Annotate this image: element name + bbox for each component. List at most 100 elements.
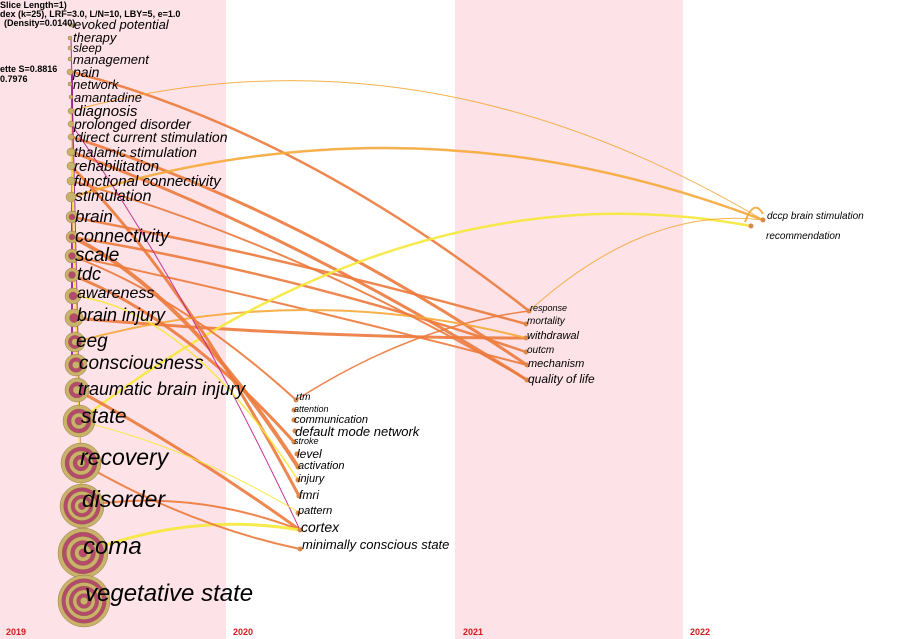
keyword-minimally-conscious-state[interactable]: minimally conscious state (302, 537, 450, 552)
keyword-cortex[interactable]: cortex (301, 519, 340, 535)
node-prolonged-disorder[interactable] (67, 120, 75, 128)
keyword-awareness[interactable]: awareness (77, 285, 155, 302)
node-recovery[interactable] (60, 442, 102, 484)
keyword-connectivity[interactable]: connectivity (75, 226, 170, 246)
keyword-tdc[interactable]: tdc (77, 264, 102, 284)
keyword-stroke[interactable]: stroke (294, 436, 319, 446)
keyword-injury[interactable]: injury (298, 473, 325, 485)
keyword-communication[interactable]: communication (294, 414, 368, 426)
node-fmri[interactable] (296, 493, 302, 499)
keyword-rtm[interactable]: rtm (296, 392, 311, 403)
keyword-state[interactable]: state (81, 405, 127, 428)
node-state[interactable] (62, 404, 96, 438)
node-brain[interactable] (65, 210, 79, 224)
keyword-pain[interactable]: pain (73, 64, 100, 80)
node-brain-injury[interactable] (64, 308, 84, 328)
keyword-scale[interactable]: scale (75, 245, 120, 266)
link-brainInjury-withdrawal (73, 316, 527, 340)
keyword-rehabilitation[interactable]: rehabilitation (74, 158, 160, 175)
keyword-amantadine[interactable]: amantadine (74, 90, 142, 105)
link-thalamic-quality (71, 150, 528, 382)
node-thalamic-stimulation[interactable] (66, 147, 76, 157)
keyword-consciousness[interactable]: consciousness (79, 353, 204, 374)
node-traumatic-brain-injury[interactable] (64, 377, 90, 403)
node-activation[interactable] (295, 464, 301, 470)
keyword-coma[interactable]: coma (83, 533, 142, 560)
node-communication[interactable] (291, 417, 297, 423)
node-tdc[interactable] (64, 267, 80, 283)
keyword-dccp-brain-stimulation[interactable]: dccp brain stimulation (767, 211, 864, 222)
keyword-direct-current-stimulation[interactable]: direct current stimulation (75, 129, 228, 145)
node-sleep[interactable] (67, 45, 73, 51)
node-diagnosis[interactable] (67, 107, 75, 115)
keyword-eeg[interactable]: eeg (76, 331, 108, 352)
node-dccp-brain-stimulation[interactable] (760, 217, 766, 223)
keyword-outcm[interactable]: outcm (527, 345, 555, 356)
keyword-response[interactable]: response (530, 303, 568, 313)
node-default-mode-network[interactable] (292, 428, 298, 434)
keyword-management[interactable]: management (73, 52, 149, 67)
node-functional-connectivity[interactable] (66, 176, 76, 186)
node-quality-of-life[interactable] (524, 377, 530, 383)
keyword-mechanism[interactable]: mechanism (528, 358, 585, 370)
keyword-level[interactable]: level (297, 447, 322, 461)
node-stroke[interactable] (291, 439, 297, 445)
keyword-stimulation[interactable]: stimulation (75, 188, 152, 205)
year-label-2019: 2019 (6, 627, 27, 637)
keyword-recommendation[interactable]: recommendation (766, 231, 841, 242)
node-consciousness[interactable] (64, 353, 88, 377)
keyword-traumatic-brain-injury[interactable]: traumatic brain injury (78, 379, 246, 399)
keyword-fmri[interactable]: fmri (299, 488, 319, 502)
keyword-sleep[interactable]: sleep (73, 41, 102, 55)
keyword-brain-injury[interactable]: brain injury (77, 305, 166, 325)
keyword-default-mode-network[interactable]: default mode network (295, 424, 420, 439)
node-coma[interactable] (57, 527, 109, 579)
node-rtm[interactable] (293, 397, 299, 403)
node-scale[interactable] (64, 248, 80, 264)
node-stimulation[interactable] (65, 191, 77, 203)
keyword-prolonged-disorder[interactable]: prolonged disorder (74, 116, 191, 132)
keyword-disorder[interactable]: disorder (82, 486, 166, 512)
node-rehabilitation[interactable] (66, 161, 76, 171)
node-awareness[interactable] (64, 287, 82, 305)
node-management[interactable] (67, 56, 73, 62)
node-network[interactable] (67, 81, 73, 87)
node-cortex[interactable] (297, 527, 303, 533)
node-pain[interactable] (66, 68, 74, 76)
node-injury[interactable] (295, 477, 301, 483)
node-direct-current-stimulation[interactable] (67, 133, 75, 141)
keyword-quality-of-life[interactable]: quality of life (528, 372, 595, 386)
node-therapy[interactable] (67, 35, 73, 41)
node-mechanism[interactable] (524, 362, 530, 368)
node-outcm[interactable] (523, 349, 529, 355)
node-recommendation[interactable] (748, 223, 754, 229)
keyword-diagnosis[interactable]: diagnosis (74, 103, 138, 120)
keyword-therapy[interactable]: therapy (73, 30, 117, 45)
keyword-evoked-potential[interactable]: evoked potential (74, 17, 169, 32)
node-amantadine[interactable] (68, 94, 74, 100)
node-response[interactable] (526, 308, 532, 314)
node-vegetative-state[interactable] (57, 574, 111, 628)
node-attention[interactable] (291, 407, 297, 413)
node-minimally-conscious-state[interactable] (297, 546, 303, 552)
keyword-withdrawal[interactable]: withdrawal (527, 330, 579, 342)
node-withdrawal[interactable] (523, 335, 529, 341)
node-mortality[interactable] (523, 321, 529, 327)
keyword-network[interactable]: network (73, 77, 119, 92)
keyword-brain[interactable]: brain (75, 207, 113, 226)
keyword-mortality[interactable]: mortality (527, 316, 565, 327)
node-disorder[interactable] (59, 483, 105, 529)
keyword-attention[interactable]: attention (294, 404, 329, 414)
node-eeg[interactable] (64, 331, 86, 353)
keyword-recovery[interactable]: recovery (80, 444, 169, 470)
node-pattern[interactable] (295, 510, 301, 516)
link-scale-mechanism (71, 255, 528, 366)
keyword-vegetative-state[interactable]: vegetative state (85, 580, 254, 607)
keyword-pattern[interactable]: pattern (298, 505, 333, 517)
keyword-activation[interactable]: activation (298, 460, 345, 472)
keyword-functional-connectivity[interactable]: functional connectivity (74, 173, 221, 190)
node-level[interactable] (294, 451, 300, 457)
keyword-thalamic-stimulation[interactable]: thalamic stimulation (74, 144, 197, 160)
node-connectivity[interactable] (65, 230, 79, 244)
node-evoked-potential[interactable] (68, 22, 74, 28)
